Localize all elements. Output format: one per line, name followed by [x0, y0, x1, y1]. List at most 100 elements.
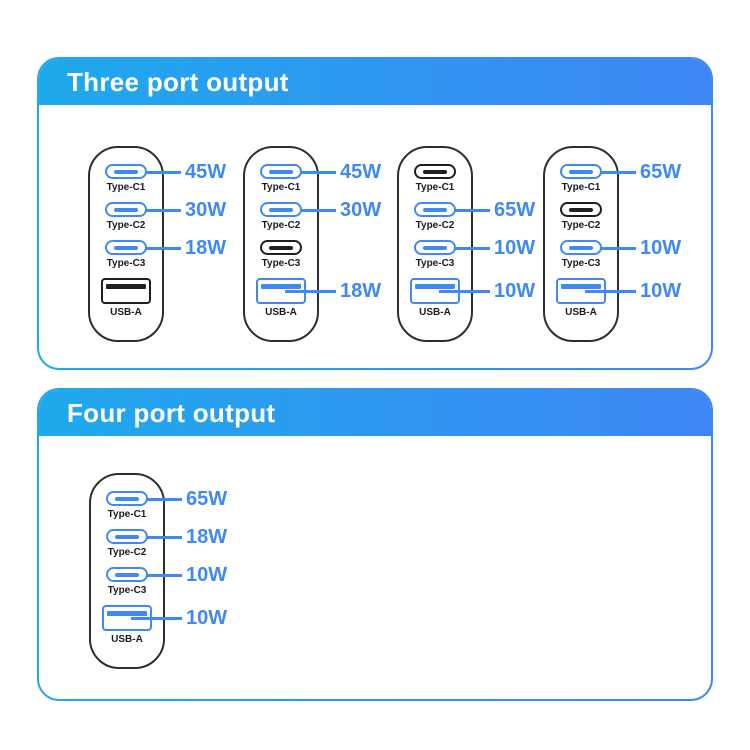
port-label: Type-C1: [561, 182, 601, 193]
watt-label: 10W: [640, 280, 682, 302]
connector-line: [145, 208, 181, 212]
port-label: Type-C2: [415, 220, 455, 231]
port-contact-bar: [569, 245, 593, 250]
connector-line: [146, 535, 182, 539]
port-row-usb-a: USB-A 10W: [399, 278, 535, 318]
port-contact-bar: [115, 534, 139, 539]
port-label: USB-A: [419, 307, 451, 318]
connector-line: [146, 497, 182, 501]
watt-callout: 18W: [146, 527, 227, 547]
usb-a-port: [556, 278, 606, 304]
watt-callout: 30W: [300, 200, 381, 220]
port-label: Type-C2: [261, 220, 301, 231]
watt-label: 10W: [640, 237, 682, 259]
port-row-type-c2: Type-C2 30W: [90, 200, 226, 231]
port-label: Type-C3: [415, 258, 455, 269]
port-contact-bar: [106, 284, 146, 289]
port-label: Type-C3: [107, 585, 147, 596]
type-c-port: [414, 164, 456, 179]
type-c-port: [106, 491, 148, 506]
watt-callout: 10W: [454, 238, 535, 258]
type-c-port: [260, 164, 302, 179]
section-header: Three port output: [39, 59, 711, 105]
connector-line: [145, 170, 181, 174]
port-contact-bar: [269, 207, 293, 212]
port-label: Type-C2: [106, 220, 146, 231]
port-row-type-c3: Type-C3: [245, 240, 317, 269]
watt-label: 65W: [640, 161, 682, 183]
watt-label: 10W: [186, 607, 228, 629]
watt-label: 65W: [494, 199, 536, 221]
port-contact-bar: [107, 611, 147, 616]
port-label: Type-C1: [261, 182, 301, 193]
usb-a-port: [102, 605, 152, 631]
type-c-port: [560, 202, 602, 217]
port-contact-bar: [269, 245, 293, 250]
connector-line: [300, 170, 336, 174]
watt-label: 45W: [340, 161, 382, 183]
port-label: USB-A: [110, 307, 142, 318]
watt-callout: 45W: [300, 162, 381, 182]
type-c-port: [414, 202, 456, 217]
port-label: Type-C1: [106, 182, 146, 193]
port-contact-bar: [261, 284, 301, 289]
port-row-type-c1: Type-C1: [399, 164, 471, 193]
watt-callout: 65W: [600, 162, 681, 182]
watt-label: 30W: [185, 199, 227, 221]
connector-line: [600, 246, 636, 250]
watt-callout: 30W: [145, 200, 226, 220]
usb-a-port: [410, 278, 460, 304]
connector-line: [600, 170, 636, 174]
watt-label: 65W: [186, 488, 228, 510]
type-c-port: [105, 164, 147, 179]
section-title: Three port output: [67, 66, 289, 97]
port-label: Type-C1: [415, 182, 455, 193]
type-c-port: [560, 164, 602, 179]
watt-callout: 10W: [600, 238, 681, 258]
type-c-port: [106, 567, 148, 582]
connector-line: [454, 208, 490, 212]
connector-line: [454, 246, 490, 250]
watt-label: 18W: [340, 280, 382, 302]
port-contact-bar: [423, 245, 447, 250]
usb-a-port: [256, 278, 306, 304]
port-contact-bar: [115, 496, 139, 501]
watt-label: 10W: [494, 237, 536, 259]
port-row-type-c2: Type-C2: [545, 202, 617, 231]
port-row-type-c1: Type-C1 65W: [91, 489, 227, 520]
type-c-port: [414, 240, 456, 255]
usb-a-port: [101, 278, 151, 304]
watt-label: 10W: [494, 280, 536, 302]
port-contact-bar: [561, 284, 601, 289]
port-row-type-c2: Type-C2 65W: [399, 200, 535, 231]
section-title: Four port output: [67, 397, 276, 428]
connector-line: [145, 246, 181, 250]
port-label: USB-A: [265, 307, 297, 318]
watt-callout: 18W: [145, 238, 226, 258]
port-contact-bar: [569, 169, 593, 174]
connector-line: [146, 573, 182, 577]
port-contact-bar: [115, 572, 139, 577]
watt-callout: 45W: [145, 162, 226, 182]
type-c-port: [106, 529, 148, 544]
port-contact-bar: [114, 245, 138, 250]
port-label: Type-C1: [107, 509, 147, 520]
type-c-port: [105, 240, 147, 255]
watt-callout: 10W: [146, 565, 227, 585]
